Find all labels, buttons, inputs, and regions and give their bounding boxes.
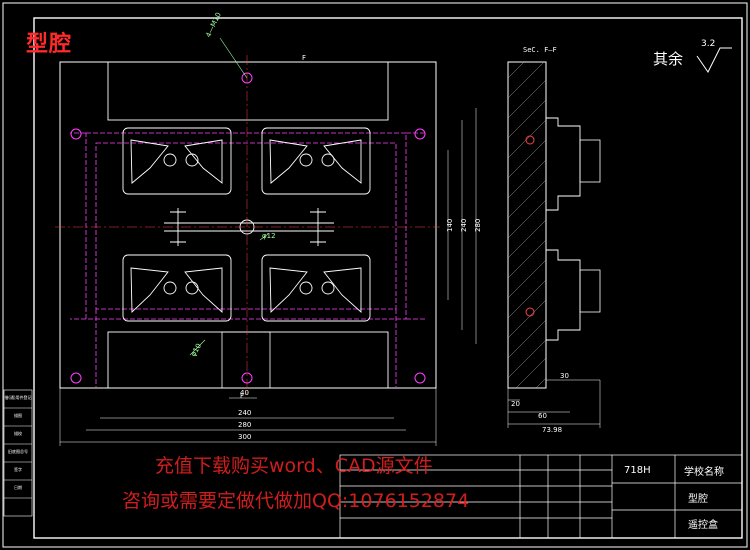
cut-marker-top: F [302,54,306,62]
dim-140: 140 [446,219,454,232]
watermark-line-1: 充值下载购买word、CAD源文件 [155,455,433,477]
dim-280: 280 [238,421,251,429]
side-cell-6: 日期 [14,485,22,490]
drawing-name-cell: 遥控盒 [688,520,718,531]
section-label: SeC. F—F [523,46,557,54]
dim-240: 240 [238,409,251,417]
dim-280-v: 280 [474,219,482,232]
dim-300: 300 [238,433,251,441]
section-water-hole [525,135,535,145]
runner [164,208,334,246]
side-cell-1: 借(通)用件登记 [4,395,32,400]
side-column [3,389,33,517]
side-cell-2: 描图 [14,413,22,418]
side-cell-5: 签字 [14,467,22,472]
dim-30: 30 [560,372,569,380]
dim-60: 60 [538,412,547,420]
section-hatch [507,61,547,389]
dim-40: 40 [240,389,249,397]
school-name-cell: 学校名称 [684,467,724,478]
cooling-channels [70,132,426,388]
section-view [507,61,601,428]
title-block [339,454,743,539]
side-cell-4: 旧底图总号 [8,449,28,454]
section-profile [545,62,581,388]
roughness-value: 3.2 [701,39,715,49]
plan-view [55,37,477,446]
section-cap-2 [579,269,601,313]
leader-top-label: 4—M10 [204,11,222,38]
watermark-line-2: 咨询或需要定做代做加QQ:1076152874 [122,490,470,512]
dim-73-98: 73.98 [542,426,562,434]
section-cap [579,139,601,183]
roughness-symbol-icon [696,47,732,73]
side-cell-3: 描校 [14,431,22,436]
section-water-hole-2 [525,307,535,317]
dim-240-v: 240 [460,219,468,232]
bottom-slot [221,331,271,389]
drawing-title: 型腔 [26,32,73,57]
center-lines [55,55,440,395]
section-dims [507,379,601,428]
cavities [122,127,371,322]
dim-20: 20 [511,400,520,408]
hole-b-label: φ10 [189,342,203,358]
bottom-block [107,331,389,389]
roughness-label: 其余 [653,50,684,68]
dimension-lines [59,108,477,446]
mold-plate [59,61,437,389]
hole-a-label: φ12 [262,232,276,240]
screw-holes [70,72,426,384]
material-cell: 718H [624,465,651,476]
top-block [107,61,389,121]
part-name-cell: 型腔 [688,494,708,505]
leaders [189,37,269,356]
cut-marker-bottom: F [240,392,244,400]
